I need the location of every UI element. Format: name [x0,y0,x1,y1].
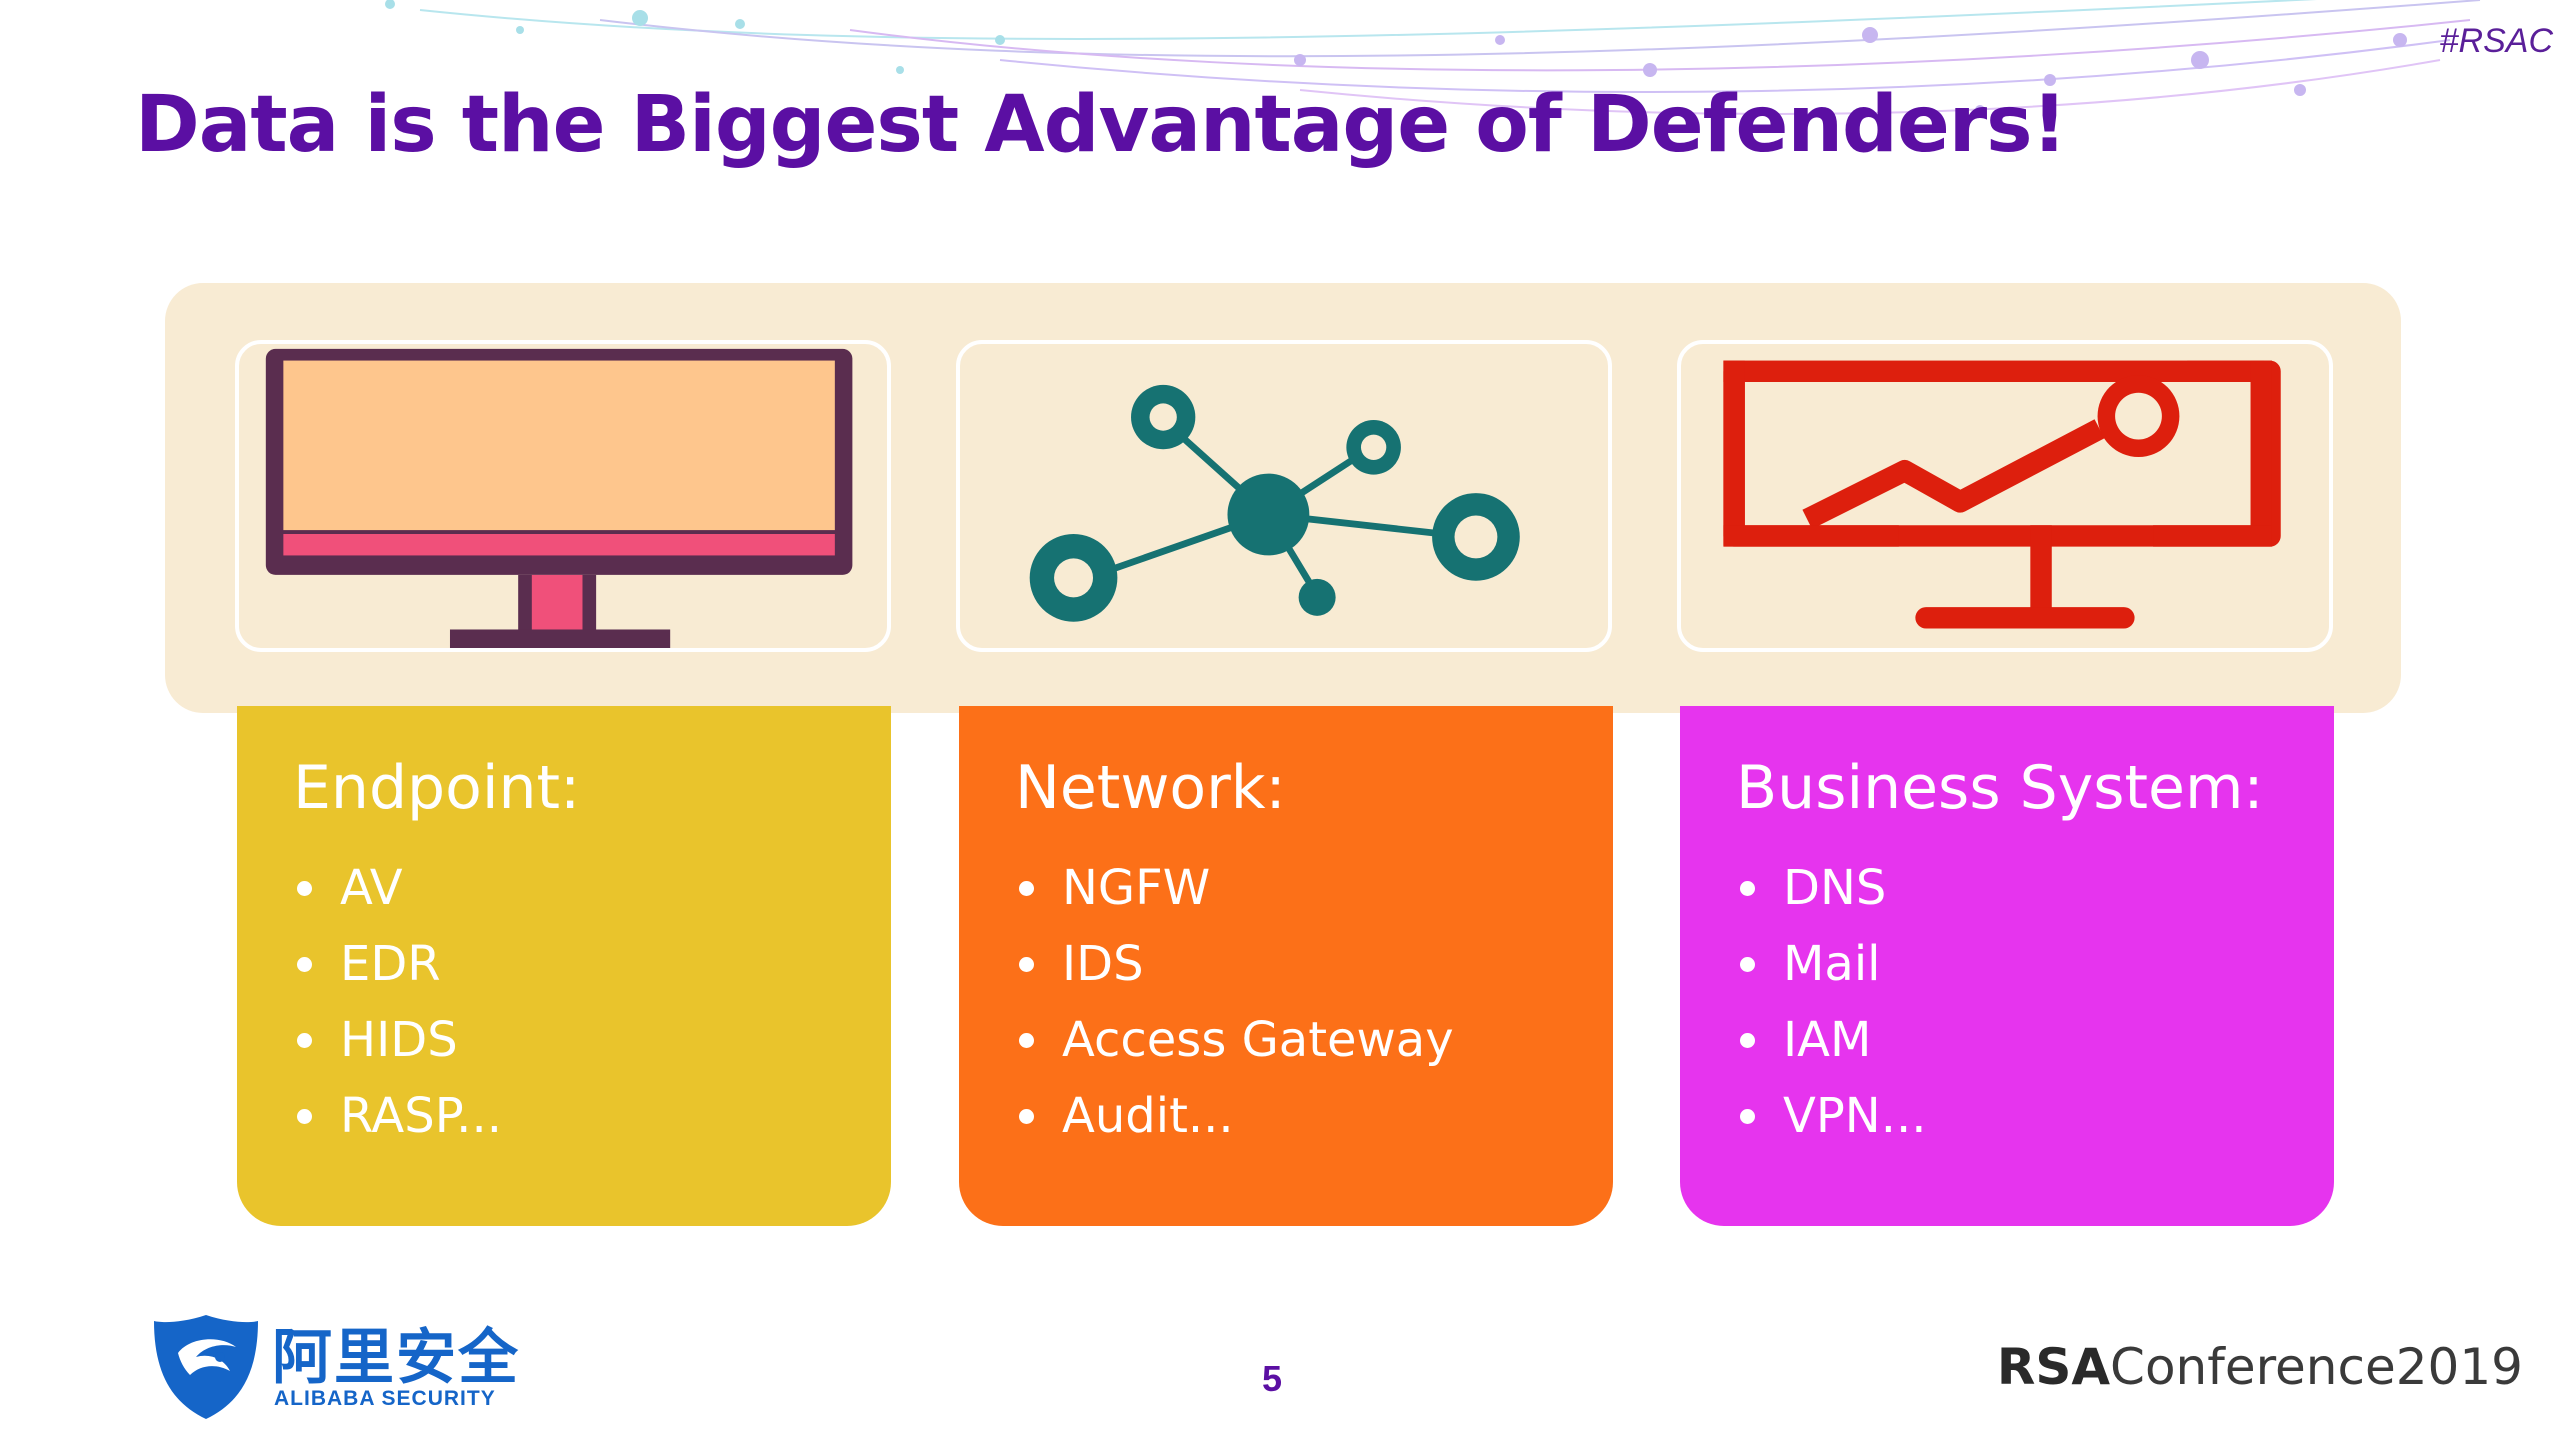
alibaba-security-logo: 阿里安全 ALIBABA SECURITY [150,1305,518,1435]
list-item-label: HIDS [340,1012,458,1068]
list-item-label: Audit... [1062,1088,1234,1144]
bullet-icon [1740,880,1755,896]
alibaba-logo-en: ALIBABA SECURITY [274,1387,496,1410]
list-item-label: VPN... [1783,1088,1927,1144]
list-item-label: Mail [1783,936,1881,992]
bullet-icon [1019,880,1034,896]
alibaba-shield-icon [154,1315,258,1419]
page-title: Data is the Biggest Advantage of Defende… [135,80,2067,170]
bullet-icon [297,880,312,896]
list-item: HIDS [293,1002,891,1078]
rsa-conference-logo: RSAConference2019 [1997,1338,2523,1396]
list-item: Mail [1736,926,2334,1002]
card-list: NGFW IDS Access Gateway Audit... [1015,850,1613,1154]
bullet-icon [1019,1032,1034,1048]
list-item-label: Access Gateway [1062,1012,1454,1068]
list-item: EDR [293,926,891,1002]
network-card: Network: NGFW IDS Access Gateway Audit..… [959,706,1613,1226]
bullet-icon [1019,1108,1034,1124]
card-heading: Network: [1015,753,1286,823]
endpoint-card: Endpoint: AV EDR HIDS RASP... [237,706,891,1226]
card-heading: Business System: [1736,753,2264,823]
bullet-icon [1019,956,1034,972]
list-item: Access Gateway [1015,1002,1613,1078]
list-item: NGFW [1015,850,1613,926]
list-item-label: AV [340,860,403,916]
list-item: RASP... [293,1078,891,1154]
list-item-label: NGFW [1062,860,1211,916]
list-item-label: DNS [1783,860,1887,916]
list-item-label: IDS [1062,936,1144,992]
network-nodes-icon [1029,384,1520,622]
bullet-icon [297,1108,312,1124]
rsa-logo-text: Conference2019 [2110,1338,2523,1396]
bullet-icon [297,956,312,972]
monitor-icon-card [235,340,891,652]
bullet-icon [1740,1032,1755,1048]
card-list: DNS Mail IAM VPN... [1736,850,2334,1154]
list-item: IAM [1736,1002,2334,1078]
bullet-icon [1740,956,1755,972]
card-heading: Endpoint: [293,753,581,823]
decorative-wave [385,0,2481,115]
rsac-hashtag: #RSAC [2439,22,2553,60]
alibaba-logo-cn: 阿里安全 [272,1323,520,1393]
list-item: Audit... [1015,1078,1613,1154]
list-item-label: EDR [340,936,441,992]
list-item: AV [293,850,891,926]
bullet-icon [297,1032,312,1048]
list-item: IDS [1015,926,1613,1002]
business-system-card: Business System: DNS Mail IAM VPN... [1680,706,2334,1226]
list-item: VPN... [1736,1078,2334,1154]
page-number: 5 [1262,1358,1283,1399]
list-item-label: RASP... [340,1088,502,1144]
network-icon-card [956,340,1612,652]
monitor-icon [265,348,853,648]
chart-icon-card [1677,340,2333,652]
card-list: AV EDR HIDS RASP... [293,850,891,1154]
bullet-icon [1740,1108,1755,1124]
list-item: DNS [1736,850,2334,926]
list-item-label: IAM [1783,1012,1872,1068]
rsa-logo-mark: RSA [1996,1338,2111,1396]
chart-display-icon [1723,360,2281,629]
